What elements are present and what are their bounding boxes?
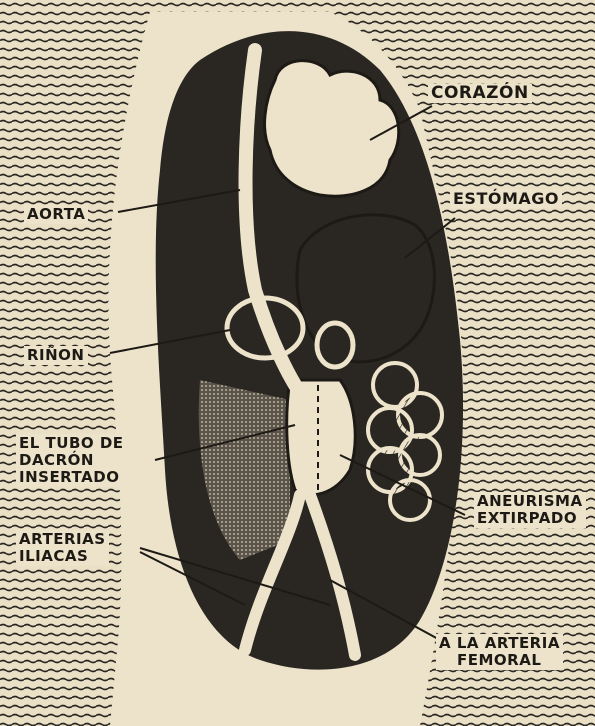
- iliacas-line-1: ARTERIAS: [19, 531, 106, 548]
- label-estomago: ESTÓMAGO: [450, 189, 562, 208]
- label-tubo-dacron: EL TUBO DE DACRÓN INSERTADO: [16, 434, 127, 487]
- label-aneurisma: ANEURISMA EXTIRPADO: [474, 492, 586, 528]
- tubo-line-2: DACRÓN: [19, 452, 124, 469]
- tubo-line-3: INSERTADO: [19, 469, 124, 486]
- aneurisma-line-1: ANEURISMA: [477, 493, 583, 510]
- tubo-line-1: EL TUBO DE: [19, 435, 124, 452]
- cut-vessel: [317, 323, 353, 367]
- label-corazon: CORAZÓN: [428, 84, 532, 103]
- label-rinon: RIÑON: [24, 346, 88, 365]
- label-arterias-iliacas: ARTERIAS ILIACAS: [16, 530, 109, 566]
- iliacas-line-2: ILIACAS: [19, 548, 106, 565]
- femoral-line-2: FEMORAL: [439, 652, 560, 669]
- aneurisma-line-2: EXTIRPADO: [477, 510, 583, 527]
- femoral-line-1: A LA ARTERIA: [439, 635, 560, 652]
- label-aorta: AORTA: [24, 205, 88, 224]
- label-arteria-femoral: A LA ARTERIA FEMORAL: [436, 634, 563, 670]
